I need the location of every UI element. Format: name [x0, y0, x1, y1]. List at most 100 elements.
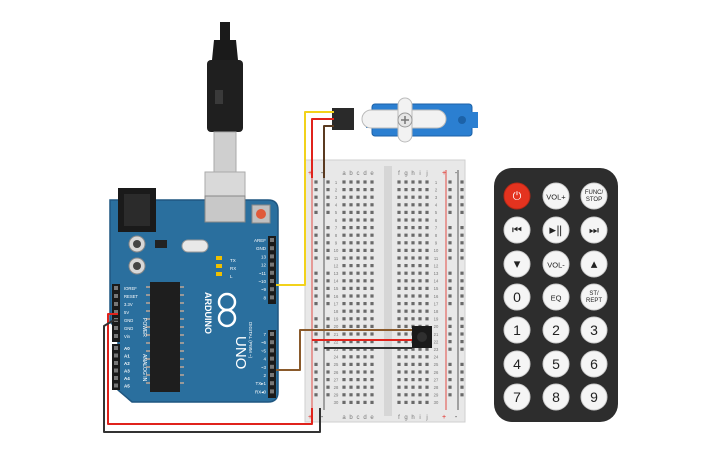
breadboard-hole[interactable]	[349, 385, 353, 389]
breadboard-hole[interactable]	[349, 309, 353, 313]
breadboard-hole[interactable]	[356, 400, 360, 404]
breadboard-hole[interactable]	[425, 180, 429, 184]
rail-hole[interactable]	[326, 188, 330, 192]
breadboard-hole[interactable]	[397, 332, 401, 336]
breadboard-hole[interactable]	[404, 180, 408, 184]
breadboard-hole[interactable]	[418, 279, 422, 283]
rail-hole[interactable]	[314, 294, 318, 298]
breadboard-hole[interactable]	[342, 188, 346, 192]
remote-button-zero[interactable]: 0	[503, 283, 531, 311]
breadboard-hole[interactable]	[363, 332, 367, 336]
breadboard-hole[interactable]	[404, 241, 408, 245]
rail-hole[interactable]	[314, 271, 318, 275]
rail-hole[interactable]	[314, 256, 318, 260]
breadboard-hole[interactable]	[342, 385, 346, 389]
breadboard-hole[interactable]	[356, 302, 360, 306]
rail-hole[interactable]	[448, 324, 452, 328]
breadboard-hole[interactable]	[404, 203, 408, 207]
rail-hole[interactable]	[314, 241, 318, 245]
breadboard-hole[interactable]	[404, 362, 408, 366]
breadboard-hole[interactable]	[397, 271, 401, 275]
breadboard-hole[interactable]	[411, 309, 415, 313]
breadboard-hole[interactable]	[411, 264, 415, 268]
rail-hole[interactable]	[326, 271, 330, 275]
remote-button-eq[interactable]: EQ	[542, 283, 570, 311]
breadboard-hole[interactable]	[356, 370, 360, 374]
rail-hole[interactable]	[448, 195, 452, 199]
breadboard-hole[interactable]	[397, 286, 401, 290]
breadboard-hole[interactable]	[418, 378, 422, 382]
breadboard-hole[interactable]	[411, 355, 415, 359]
rail-hole[interactable]	[448, 347, 452, 351]
breadboard-hole[interactable]	[425, 286, 429, 290]
breadboard-hole[interactable]	[425, 264, 429, 268]
breadboard-hole[interactable]	[349, 317, 353, 321]
breadboard-hole[interactable]	[363, 324, 367, 328]
rail-hole[interactable]	[326, 226, 330, 230]
breadboard-hole[interactable]	[425, 385, 429, 389]
breadboard-hole[interactable]	[349, 218, 353, 222]
breadboard-hole[interactable]	[356, 210, 360, 214]
breadboard-hole[interactable]	[356, 248, 360, 252]
breadboard-hole[interactable]	[342, 271, 346, 275]
breadboard-hole[interactable]	[356, 294, 360, 298]
breadboard-hole[interactable]	[356, 233, 360, 237]
breadboard-hole[interactable]	[349, 195, 353, 199]
breadboard-hole[interactable]	[356, 279, 360, 283]
breadboard-hole[interactable]	[404, 378, 408, 382]
breadboard-hole[interactable]	[418, 286, 422, 290]
breadboard-hole[interactable]	[404, 195, 408, 199]
rail-hole[interactable]	[460, 385, 464, 389]
breadboard-hole[interactable]	[411, 271, 415, 275]
breadboard-hole[interactable]	[370, 317, 374, 321]
digital-pin[interactable]	[270, 332, 274, 336]
breadboard-hole[interactable]	[363, 210, 367, 214]
rail-hole[interactable]	[314, 233, 318, 237]
rail-hole[interactable]	[314, 248, 318, 252]
breadboard-hole[interactable]	[342, 218, 346, 222]
breadboard-hole[interactable]	[404, 271, 408, 275]
rail-hole[interactable]	[460, 378, 464, 382]
breadboard-hole[interactable]	[418, 188, 422, 192]
breadboard-hole[interactable]	[363, 317, 367, 321]
breadboard-hole[interactable]	[342, 256, 346, 260]
rail-hole[interactable]	[314, 393, 318, 397]
analog-pin[interactable]	[114, 376, 118, 380]
breadboard-hole[interactable]	[425, 347, 429, 351]
rail-hole[interactable]	[326, 347, 330, 351]
breadboard-hole[interactable]	[425, 378, 429, 382]
rail-hole[interactable]	[314, 378, 318, 382]
rail-hole[interactable]	[460, 332, 464, 336]
breadboard-hole[interactable]	[356, 188, 360, 192]
breadboard-hole[interactable]	[342, 248, 346, 252]
remote-button-three[interactable]: 3	[580, 316, 608, 344]
breadboard-hole[interactable]	[418, 248, 422, 252]
breadboard-hole[interactable]	[342, 317, 346, 321]
breadboard-hole[interactable]	[349, 279, 353, 283]
rail-hole[interactable]	[314, 317, 318, 321]
breadboard-hole[interactable]	[418, 218, 422, 222]
breadboard-hole[interactable]	[363, 393, 367, 397]
remote-button-two[interactable]: 2	[542, 316, 570, 344]
breadboard-hole[interactable]	[397, 195, 401, 199]
rail-hole[interactable]	[448, 248, 452, 252]
breadboard-hole[interactable]	[418, 309, 422, 313]
rail-hole[interactable]	[326, 233, 330, 237]
rail-hole[interactable]	[460, 286, 464, 290]
rail-hole[interactable]	[460, 180, 464, 184]
breadboard-hole[interactable]	[397, 226, 401, 230]
breadboard-hole[interactable]	[411, 286, 415, 290]
breadboard-hole[interactable]	[342, 347, 346, 351]
breadboard-hole[interactable]	[356, 264, 360, 268]
breadboard-hole[interactable]	[349, 286, 353, 290]
breadboard-hole[interactable]	[356, 309, 360, 313]
breadboard-hole[interactable]	[342, 241, 346, 245]
breadboard-hole[interactable]	[363, 347, 367, 351]
remote-button-prev[interactable]: ⏮	[503, 216, 531, 244]
rail-hole[interactable]	[326, 332, 330, 336]
breadboard-hole[interactable]	[425, 233, 429, 237]
breadboard-hole[interactable]	[418, 210, 422, 214]
breadboard-hole[interactable]	[356, 180, 360, 184]
breadboard-hole[interactable]	[349, 370, 353, 374]
remote-button-four[interactable]: 4	[503, 350, 531, 378]
